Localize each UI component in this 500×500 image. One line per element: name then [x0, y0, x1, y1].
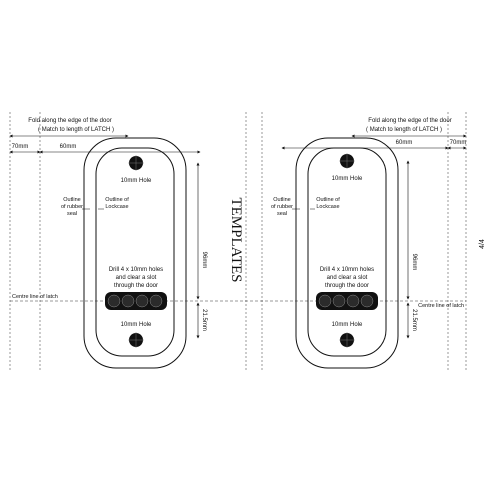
lockcase-outline [307, 147, 387, 357]
drill-holes [318, 294, 374, 308]
drill-text-3: through the door [325, 283, 369, 289]
fold-sublabel: ( Match to length of LATCH ) [366, 127, 442, 133]
drill-text-1: Drill 4 x 10mm holes [320, 267, 374, 273]
bottom-hole-label: 10mm Hole [121, 322, 152, 328]
lockcase-outline [95, 147, 175, 357]
dim-70mm-label: 70mm [450, 140, 467, 146]
drill-hole-4 [149, 294, 163, 308]
dim-70mm-label: 70mm [12, 144, 29, 150]
page-number: 4/4 [479, 239, 486, 249]
drill-hole-1 [318, 294, 332, 308]
rubber-seal-outline [295, 137, 399, 369]
drill-text-2: and clear a slot [116, 275, 157, 281]
dim-60mm-label: 60mm [396, 140, 413, 146]
drill-hole-2 [121, 294, 135, 308]
dim-60mm-label: 60mm [60, 144, 77, 150]
fold-sublabel: ( Match to length of LATCH ) [38, 127, 114, 133]
rubber-seal-label-3: seal [67, 211, 77, 217]
bottom-hole-label: 10mm Hole [332, 322, 363, 328]
top-hole-label: 10mm Hole [332, 176, 363, 182]
templates-heading: TEMPLATES [228, 197, 244, 282]
lockcase-label-2: Lockcase [105, 204, 128, 210]
drill-text-1: Drill 4 x 10mm holes [109, 267, 163, 273]
drill-hole-4 [360, 294, 374, 308]
centre-line-label: Centre line of latch [418, 303, 464, 309]
rubber-seal-outline [83, 137, 187, 369]
top-hole-label: 10mm Hole [121, 178, 152, 184]
template-left: Fold along the edge of the door ( Match … [9, 118, 207, 369]
template-right: Fold along the edge of the door ( Match … [271, 118, 467, 369]
drill-holes [107, 294, 163, 308]
fold-label: Fold along the edge of the door [368, 118, 451, 124]
drill-text-3: through the door [114, 283, 158, 289]
rubber-seal-label-1: Outline [63, 197, 80, 203]
fold-lines [9, 112, 467, 372]
drill-hole-3 [346, 294, 360, 308]
dim-96mm-label: 96mm [411, 254, 417, 271]
rubber-seal-label-1: Outline [273, 197, 290, 203]
lockcase-label-1: Outline of [316, 197, 340, 203]
centre-line-label: Centre line of latch [12, 294, 58, 300]
rubber-seal-label-3: seal [277, 211, 287, 217]
rubber-seal-label-2: of rubber [61, 204, 83, 210]
lockcase-label-2: Lockcase [316, 204, 339, 210]
drill-hole-3 [135, 294, 149, 308]
drill-hole-2 [332, 294, 346, 308]
drill-text-2: and clear a slot [327, 275, 368, 281]
rubber-seal-label-2: of rubber [271, 204, 293, 210]
dim-21mm-label: 21.5mm [411, 309, 417, 331]
drill-hole-1 [107, 294, 121, 308]
lockcase-label-1: Outline of [105, 197, 129, 203]
fold-label: Fold along the edge of the door [28, 118, 111, 124]
dim-96mm-label: 96mm [201, 252, 207, 269]
dim-21mm-label: 21.5mm [201, 309, 207, 331]
